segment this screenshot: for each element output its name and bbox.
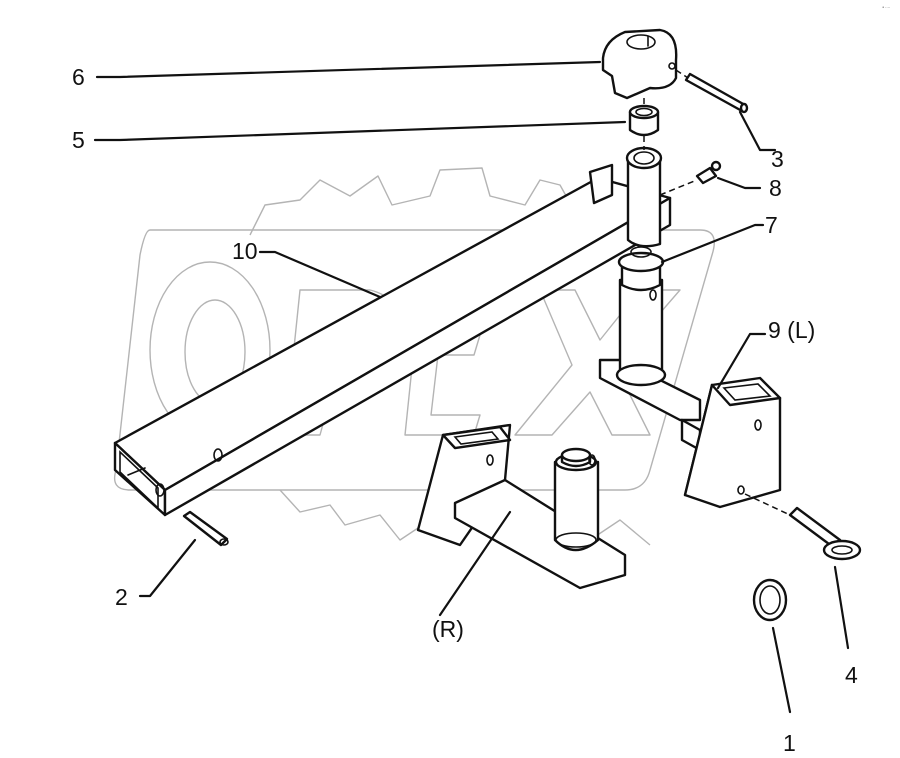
part-9-left-bracket (683, 376, 782, 509)
leader-lines (93, 60, 850, 714)
callout-5: 5 (72, 127, 85, 153)
callout-9-left: 9 (L) (768, 317, 815, 343)
callout-10: 10 (232, 238, 258, 264)
corner-mark: ᵃ᠁ (882, 6, 890, 12)
callout-right: (R) (432, 616, 464, 642)
callout-2: 2 (115, 584, 128, 610)
callout-3: 3 (771, 146, 784, 172)
part-R-right-bracket (416, 423, 627, 590)
callout-4: 4 (845, 662, 858, 688)
part-4-locking-pin (788, 506, 862, 561)
part-3-pin (684, 72, 749, 114)
part-6-clamp-collar (601, 28, 678, 100)
part-10-square-tube (113, 163, 672, 517)
callout-1: 1 (783, 730, 796, 756)
callout-6: 6 (72, 64, 85, 90)
center-lines (643, 69, 791, 516)
part-7-pivot-shaft (598, 246, 702, 452)
part-5-bushing (628, 104, 660, 137)
callout-7: 7 (765, 212, 778, 238)
callout-8: 8 (769, 175, 782, 201)
part-8-grease-fitting (695, 160, 722, 185)
part-2-roll-pin (182, 510, 229, 547)
callout-labels: 6 5 3 8 7 10 9 (L) 2 (R) 4 1 (72, 64, 858, 756)
part-pivot-housing (625, 146, 663, 248)
part-1-spring-clip (752, 578, 788, 622)
